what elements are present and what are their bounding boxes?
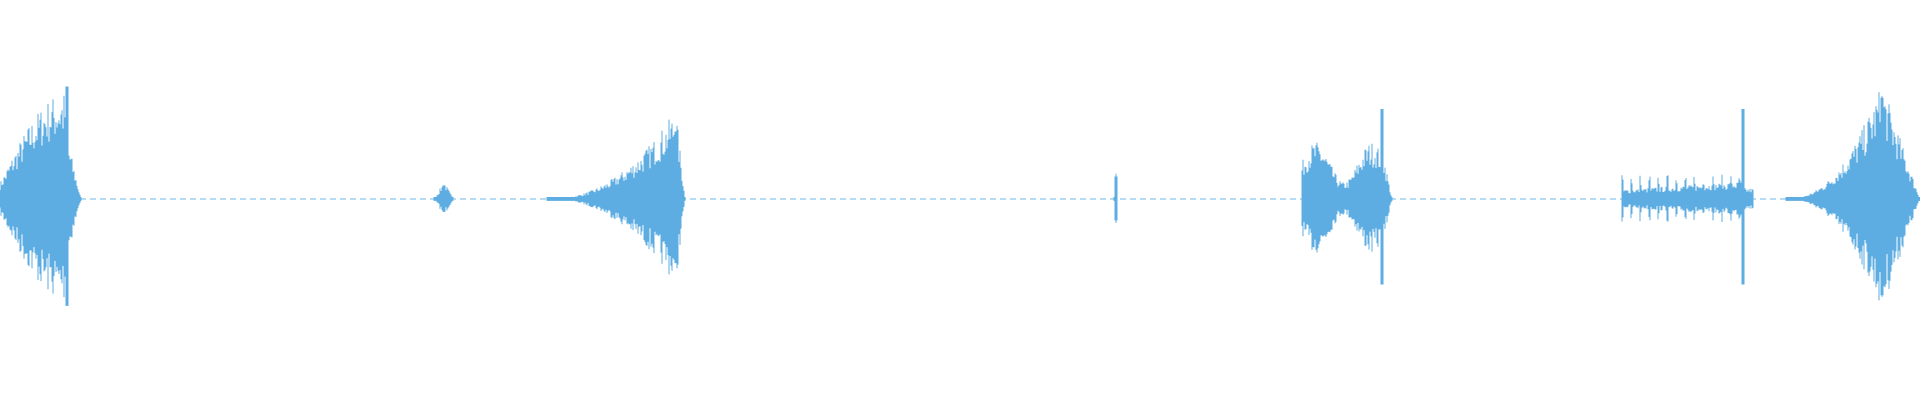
waveform-burst	[546, 119, 686, 275]
waveform-burst	[1113, 173, 1118, 223]
waveform-burst	[1301, 109, 1393, 285]
waveform-segment-burst-4	[1621, 109, 1754, 285]
waveform-segment-burst-5	[1785, 92, 1920, 301]
waveform-segment-burst-3	[1301, 109, 1393, 285]
waveform-segment-burst-1	[0, 86, 82, 306]
waveform-segment-tick-1	[1113, 173, 1118, 223]
waveform-segment-blip-1	[433, 185, 454, 212]
waveform-burst	[1621, 109, 1754, 285]
waveform-burst	[1785, 92, 1920, 301]
waveform-segment-burst-2	[546, 119, 686, 275]
waveform-burst	[0, 86, 82, 306]
waveform-burst	[433, 185, 454, 212]
waveform-samples	[0, 86, 1920, 306]
